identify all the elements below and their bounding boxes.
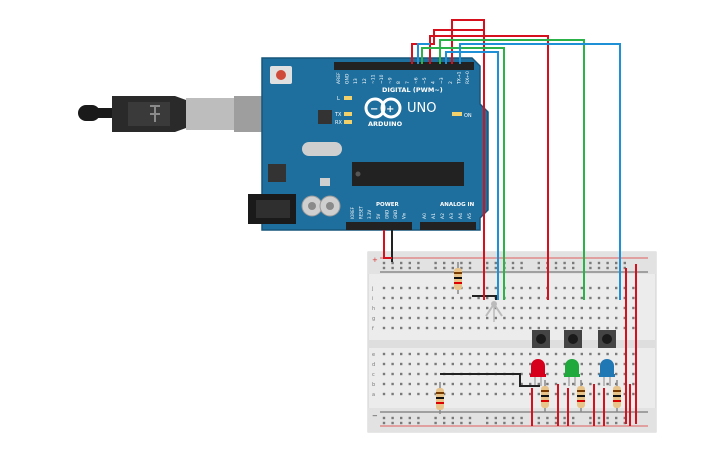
pushbutton-1[interactable] (532, 330, 550, 348)
digital-pin-label: GND (345, 73, 351, 84)
resistor-red-led (541, 380, 549, 412)
led-l-label: L (337, 96, 340, 102)
digital-pin-label: ~3 (439, 77, 445, 84)
power-header-label: POWER (376, 202, 400, 208)
digital-pin-label: ~5 (422, 77, 428, 84)
row-letter: i (372, 296, 373, 302)
power-pin-label: RESET (359, 206, 364, 219)
piezo-sensor (485, 301, 503, 322)
rail-minus-label: − (372, 412, 378, 420)
led-2 (599, 359, 615, 386)
row-letter: a (372, 392, 375, 398)
model-label: UNO (407, 101, 436, 116)
digital-pin-label: ~11 (370, 74, 376, 84)
digital-pin-label: ~9 (388, 77, 394, 84)
digital-pin-label: RX←0 (465, 71, 471, 84)
svg-text:+: + (386, 104, 394, 115)
digital-pin-label: ~6 (413, 77, 419, 84)
analog-pin-label: A1 (431, 213, 437, 219)
led-1 (564, 359, 580, 386)
on-led-label: ON (464, 113, 472, 119)
rail-plus-label: + (372, 256, 378, 264)
digital-pin-label: 4 (431, 81, 437, 84)
digital-pin-label: 2 (448, 81, 454, 84)
row-letter: e (372, 352, 375, 358)
row-letter: h (372, 306, 375, 312)
power-pin-label: 3.3V (367, 210, 372, 219)
pushbutton-2[interactable] (564, 330, 582, 348)
digital-pin-label: 13 (353, 78, 359, 84)
brand-label: ARDUINO (368, 120, 403, 128)
power-pin-label: IOREF (350, 206, 355, 219)
power-pin-label: GND (384, 210, 389, 219)
analog-header-label: ANALOG IN (440, 202, 475, 208)
resistor-green-led (577, 380, 585, 412)
power-pin-label: GND (393, 210, 398, 219)
svg-text:−: − (370, 104, 378, 115)
analog-pin-label: A5 (467, 213, 473, 219)
wires-black (391, 230, 540, 387)
digital-pin-label: 8 (396, 81, 402, 84)
led-0 (530, 359, 546, 386)
digital-pin-label: TX→1 (456, 71, 462, 85)
digital-pin-label: ~10 (379, 74, 385, 84)
usb-cable (78, 96, 264, 132)
row-letter: b (372, 382, 375, 388)
digital-pin-label: 7 (405, 81, 411, 84)
resistor-bottom-left (436, 382, 444, 414)
row-letter: f (372, 326, 374, 332)
wires-green (421, 39, 585, 300)
wires-red (383, 19, 637, 426)
digital-pin-label: AREF (336, 72, 342, 84)
resistor-blue-led (613, 380, 621, 412)
row-letter: g (372, 316, 375, 322)
microcontroller-chip (352, 162, 464, 186)
analog-pin-label: A2 (440, 213, 446, 219)
digital-pin-label: 12 (362, 78, 368, 84)
arduino-logo: − + (364, 97, 402, 119)
power-pin-label: 5V (376, 213, 381, 219)
row-letter: d (372, 362, 375, 368)
digital-header-label: DIGITAL (PWM~) (382, 86, 443, 94)
analog-pin-label: A0 (422, 213, 428, 219)
led-tx-label: TX (334, 112, 342, 118)
analog-pin-label: A3 (449, 213, 455, 219)
resistor-top (454, 262, 462, 294)
row-letter: c (372, 372, 375, 378)
wires-blue (417, 43, 621, 300)
row-letter: j (371, 286, 373, 292)
analog-pin-label: A4 (458, 213, 464, 219)
led-rx-label: RX (335, 120, 342, 126)
power-pin-label: Vin (402, 212, 407, 219)
pushbutton-3[interactable] (598, 330, 616, 348)
